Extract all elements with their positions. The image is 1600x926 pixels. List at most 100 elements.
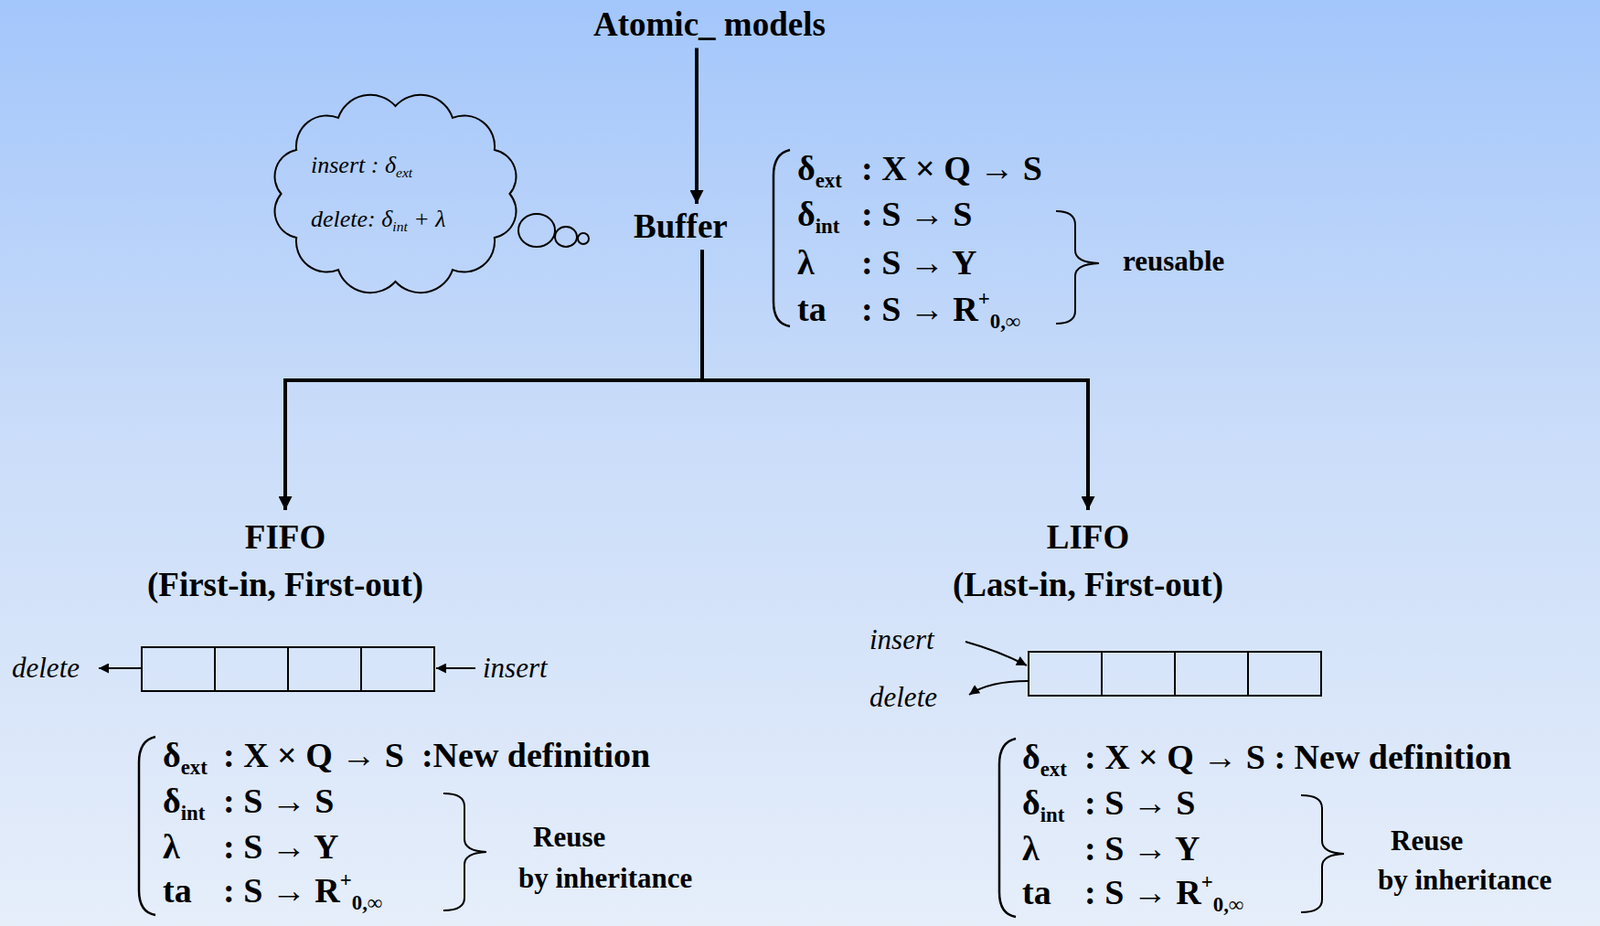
formula-symbol: λ (797, 238, 862, 287)
cloud-path (275, 95, 517, 293)
node-title: LIFO (952, 513, 1224, 562)
delete-arrow (969, 681, 1028, 695)
connector-arrow (285, 250, 703, 512)
formula-text: λ (797, 243, 815, 282)
formula-text: ta (797, 289, 827, 329)
formula-row: δext: X × Q → S :New definition (162, 732, 651, 784)
formula-text: δ (162, 781, 182, 821)
subscript-text: ext (1040, 757, 1067, 781)
formula-text: : S → S (1084, 783, 1195, 822)
note-text: by inheritance (518, 861, 693, 896)
formula-symbol: δext (797, 144, 862, 198)
cloud-text: insert : δ (310, 151, 396, 179)
node-title: Buffer (633, 207, 728, 247)
formula-text: : S → R (223, 871, 341, 910)
formula-row: δint: S → S (162, 778, 334, 830)
formula-text: λ (162, 827, 181, 866)
formula-text: : S → Y (861, 243, 977, 282)
right-brace (443, 793, 487, 911)
class-label: Atomic_ models (586, 1, 833, 49)
note-text: Reuse (533, 820, 606, 854)
formula-row: ta : S → R+0,∞ (797, 285, 1021, 339)
thought-bubble (554, 226, 577, 247)
insert-arrow (436, 667, 476, 670)
insert-arrow (965, 641, 1027, 666)
note-text: Reuse (1390, 823, 1463, 858)
formula-row: δint: S → S (1022, 779, 1195, 832)
superscript-text: + (1201, 870, 1214, 894)
formula-text: δ (1022, 783, 1041, 822)
class-label: FIFO(First-in, First-out) (139, 510, 431, 613)
formula-row: ta: S → R+0,∞ (162, 867, 383, 919)
subscript-text: 0,∞ (990, 309, 1021, 333)
formula-text: ta (162, 871, 192, 910)
left-bracket (138, 736, 156, 916)
formula-symbol: δext (162, 732, 224, 784)
formula-text: : S → Y (1084, 829, 1200, 868)
formula-text: δ (797, 149, 816, 188)
formula-symbol: λ (1022, 825, 1085, 872)
left-bracket (773, 149, 790, 327)
subscript-text: int (1040, 803, 1066, 827)
formula-row: δext: X × Q → S : New definition (1022, 734, 1512, 786)
delete-arrow (98, 667, 142, 670)
node-title: FIFO (147, 513, 424, 562)
note-text: reusable (1122, 244, 1225, 278)
formula-symbol: δint (162, 778, 224, 830)
formula-symbol: δint (1022, 779, 1085, 832)
formula-text: : X × Q → S (861, 149, 1043, 188)
thought-cloud: insert : δext delete: δint + λ (260, 86, 531, 301)
class-label: LIFO(Last-in, First-out) (945, 510, 1231, 613)
right-brace (1056, 211, 1099, 324)
operation-label: delete (11, 650, 80, 685)
cloud-text: + λ (413, 205, 446, 233)
formula-text: δ (1022, 737, 1041, 777)
operation-label: delete (869, 680, 938, 715)
thought-bubble (518, 213, 555, 247)
cloud-text: delete: δ (310, 205, 393, 233)
note-text: by inheritance (1377, 863, 1552, 897)
formula-text: : S → S (223, 781, 334, 821)
formula-text: ta (1022, 873, 1052, 912)
lifo-stack (1028, 651, 1322, 696)
right-brace (1301, 795, 1344, 913)
formula-text: : S → R (861, 289, 979, 329)
formula-row: λ : S → Y (162, 823, 339, 870)
formula-symbol: δint (797, 190, 862, 244)
fifo-queue (141, 647, 435, 692)
subscript-text: 0,∞ (352, 891, 383, 915)
formula-text: δ (797, 194, 816, 234)
cloud-line: insert : δext (310, 149, 413, 185)
subscript-text: 0,∞ (1213, 893, 1244, 917)
superscript-text: + (978, 287, 991, 310)
connector-arrow (702, 250, 1088, 512)
operation-label: insert (482, 650, 548, 685)
subscript-text: int (392, 218, 407, 235)
cloud-outline (260, 86, 531, 301)
connector-arrow (694, 48, 699, 205)
subscript-text: ext (181, 756, 208, 779)
formula-symbol: λ (162, 823, 224, 870)
formula-text: : X × Q → S : New definition (1084, 737, 1512, 777)
formula-row: λ : S → Y (797, 238, 977, 287)
formula-row: ta: S → R+0,∞ (1022, 869, 1244, 921)
formula-symbol: δext (1022, 734, 1085, 786)
formula-text: δ (162, 736, 182, 775)
subscript-text: ext (395, 164, 413, 181)
subscript-text: int (181, 801, 206, 825)
thought-bubble (577, 233, 589, 245)
formula-row: λ : S → Y (1022, 825, 1200, 872)
formula-text: : X × Q → S :New definition (223, 736, 651, 775)
formula-text: : S → Y (223, 827, 339, 866)
node-subtitle: (First-in, First-out) (147, 561, 424, 609)
formula-text: λ (1022, 829, 1040, 868)
formula-symbol: ta (1022, 869, 1085, 916)
formula-row: δext: X × Q → S (797, 144, 1043, 198)
class-label: Buffer (626, 203, 736, 251)
formula-row: δint: S → S (797, 190, 972, 244)
cloud-line: delete: δint + λ (310, 202, 447, 239)
node-title: Atomic_ models (593, 5, 826, 45)
operation-label: insert (869, 622, 935, 657)
formula-symbol: ta (162, 867, 224, 914)
